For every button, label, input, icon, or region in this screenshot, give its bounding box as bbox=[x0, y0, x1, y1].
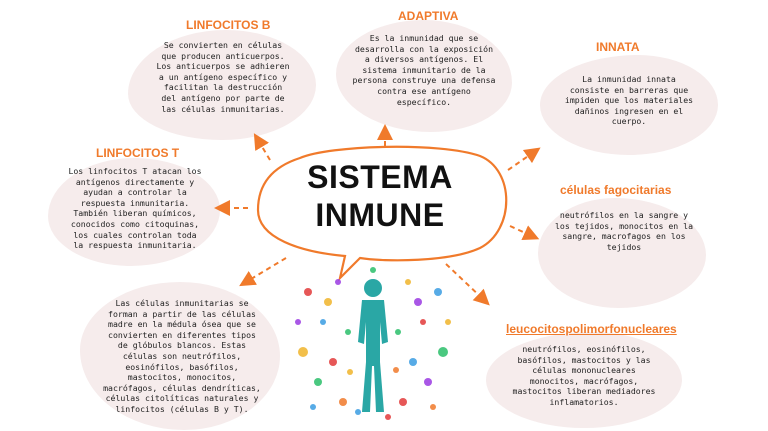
fagocitarias-title: células fagocitarias bbox=[560, 183, 672, 197]
celulas-inmunitarias-blob bbox=[80, 282, 280, 430]
innata-blob bbox=[540, 55, 718, 155]
leucocitos-blob bbox=[486, 332, 682, 428]
arrow-to-fagocitarias bbox=[509, 225, 540, 240]
arrow-to-linfocitos-b bbox=[253, 133, 271, 161]
leucocitos-text: neutrófilos, eosinófilos, basófilos, mas… bbox=[512, 344, 656, 407]
center-speech-bubble bbox=[256, 145, 508, 282]
center-title: SISTEMA INMUNE bbox=[307, 159, 453, 233]
innata-text: La inmunidad innata consiste en barreras… bbox=[564, 74, 694, 127]
linfocitos-b-title: LINFOCITOS B bbox=[186, 18, 271, 32]
fagocitarias-text: neutrófilos en la sangre y los tejidos, … bbox=[554, 210, 694, 252]
linfocitos-b-text: Se convierten en células que producen an… bbox=[156, 40, 290, 114]
fagocitarias-blob bbox=[538, 198, 706, 308]
adaptiva-title: ADAPTIVA bbox=[398, 9, 459, 23]
leucocitos-title: leucocitospolimorfonucleares bbox=[506, 322, 677, 336]
linfocitos-b-blob bbox=[128, 30, 316, 140]
innata-title: INNATA bbox=[596, 40, 640, 54]
linfocitos-t-text: Los linfocitos T atacan los antígenos di… bbox=[68, 166, 202, 251]
adaptiva-text: Es la inmunidad que se desarrolla con la… bbox=[352, 33, 496, 107]
linfocitos-t-blob bbox=[48, 158, 220, 266]
celulas-inmunitarias-text: Las células inmunitarias se forman a par… bbox=[103, 298, 261, 414]
adaptiva-blob bbox=[336, 20, 512, 132]
human-figure-icon bbox=[295, 267, 451, 420]
linfocitos-t-title: LINFOCITOS T bbox=[96, 146, 180, 160]
arrow-to-innata bbox=[507, 147, 541, 171]
arrow-to-celulas-inmunitarias bbox=[239, 257, 287, 287]
